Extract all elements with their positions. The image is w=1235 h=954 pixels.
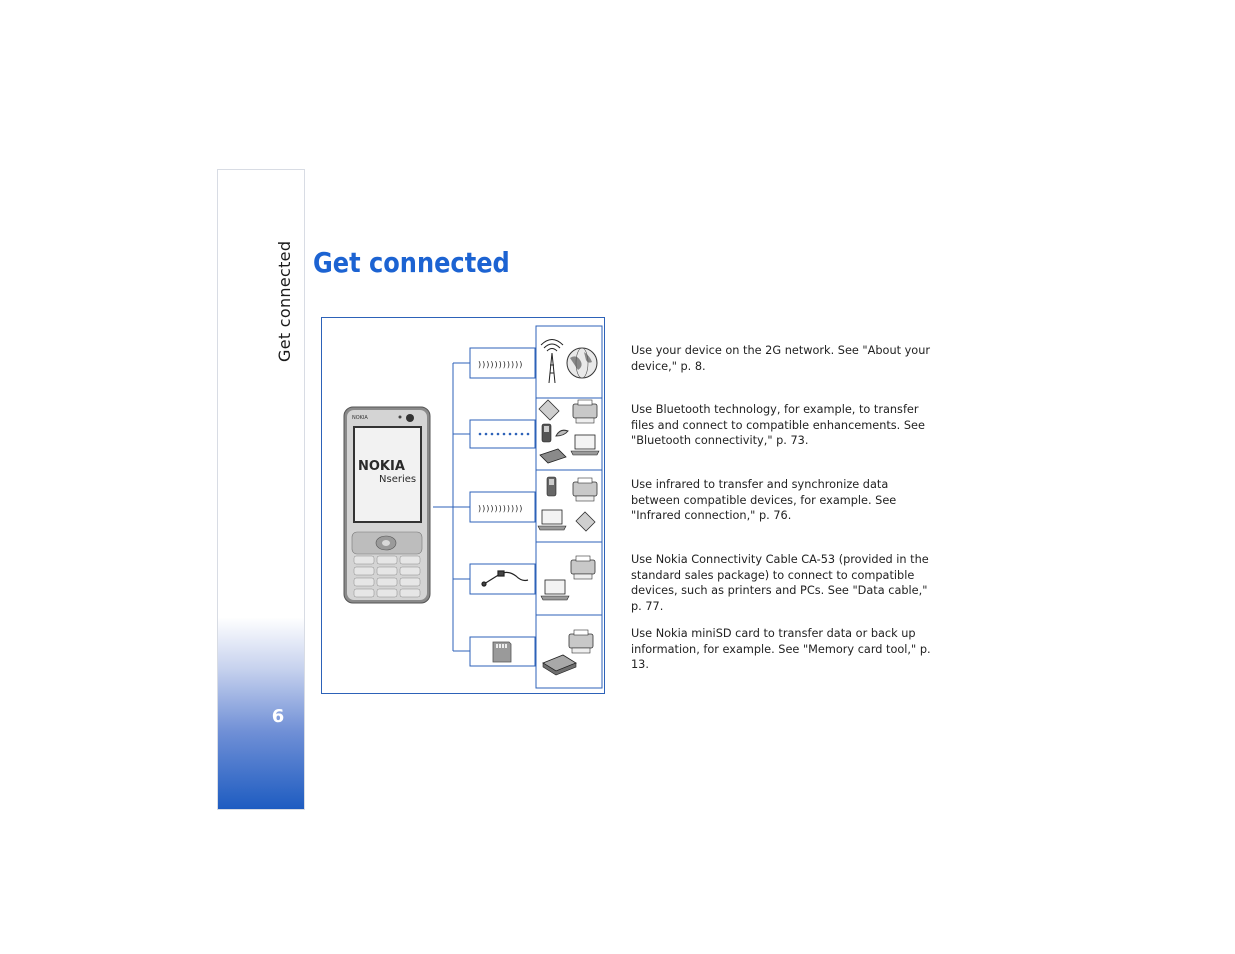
connection-symbol-cellular: ))))))))))) [469,347,536,379]
keyboard-icon [539,448,567,464]
connection-symbol-cable [469,563,536,595]
svg-text:NOKIA: NOKIA [352,415,368,421]
printer-icon [570,555,596,580]
phone-icon [546,476,557,497]
laptop-icon [570,434,600,456]
page-title: Get connected [313,246,510,279]
page-number: 6 [271,706,285,727]
description-bluetooth: Use Bluetooth technology, for example, t… [631,403,925,447]
printer-icon [572,399,598,424]
antenna-tower-icon [540,339,564,384]
connector-lines [433,362,470,652]
sidebar-section-label: Get connected [275,240,294,362]
svg-text:))))))))))): ))))))))))) [478,360,523,369]
memory-card-icon [575,511,596,532]
description-cellular: Use your device on the 2G network. See "… [631,344,931,373]
device-panel [535,325,603,689]
headset-icon [555,429,569,437]
laptop-icon [540,579,570,601]
connection-symbol-minisd [469,636,536,667]
memory-card-icon [538,399,560,421]
printer-icon [568,629,594,654]
description-infrared: Use infrared to transfer and synchronize… [631,478,897,522]
description-cable: Use Nokia Connectivity Cable CA-53 (prov… [631,553,929,613]
svg-text:))))))))))): ))))))))))) [478,504,523,513]
minisd-card-icon [492,641,512,663]
globe-icon [566,347,598,379]
phone-brand-text: NOKIA [358,459,405,474]
section-sidebar [217,169,305,810]
laptop-icon [537,509,567,531]
pda-icon [541,423,552,443]
usb-cable-icon [481,570,529,587]
connectivity-diagram: NOKIA NOKIA Nseries [321,317,605,694]
connection-symbol-bluetooth [469,419,536,449]
storage-device-icon [542,654,577,676]
printer-icon [572,477,598,502]
phone-illustration: NOKIA NOKIA Nseries [343,406,431,604]
connection-symbol-infrared: ))))))))))) [469,491,536,523]
description-minisd: Use Nokia miniSD card to transfer data o… [631,627,931,671]
phone-series-text: Nseries [379,474,416,485]
